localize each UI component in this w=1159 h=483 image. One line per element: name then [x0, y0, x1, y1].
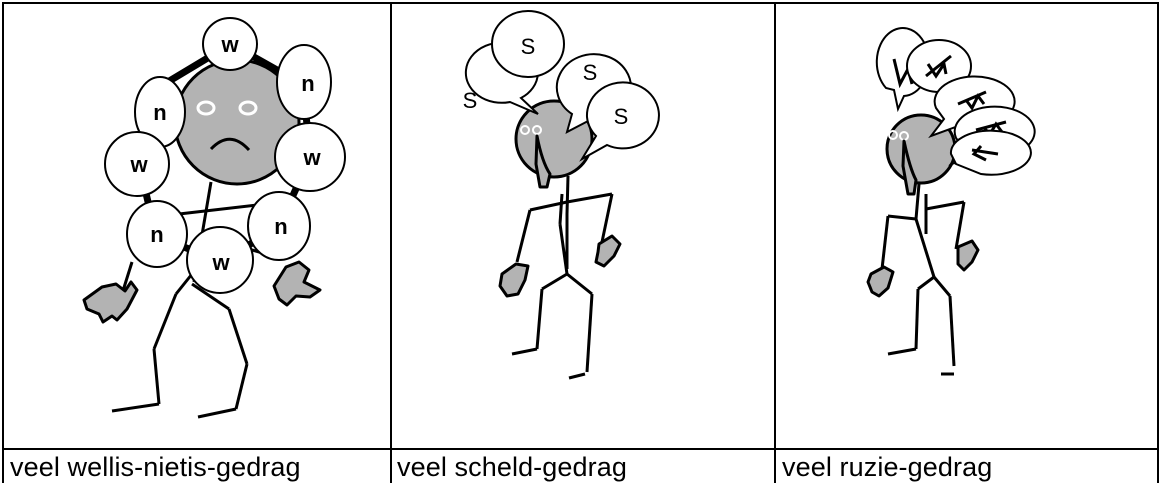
- left-mitten: [866, 265, 895, 298]
- angry-scribble-icon: [957, 90, 987, 111]
- bubble-n-topright: n: [276, 44, 332, 120]
- left-mitten: [498, 262, 530, 298]
- bubble-label: n: [274, 214, 287, 239]
- stick-body: [880, 183, 966, 376]
- speech-bubble-label: S: [463, 88, 478, 113]
- bubble-label: n: [150, 222, 163, 247]
- bubble-n-bottomright: n: [247, 191, 311, 261]
- bubble-label: w: [302, 145, 321, 170]
- illustration-ruzie: [866, 27, 1036, 376]
- table-border-right: [1157, 2, 1159, 483]
- bubble-w-right: w: [274, 122, 346, 192]
- stick-body: [511, 175, 614, 380]
- right-mitten: [594, 234, 622, 268]
- left-mitten: [82, 280, 139, 324]
- table-border-col1: [390, 2, 392, 483]
- bubble-n-bottomleft: n: [126, 200, 188, 268]
- table-border-middle: [2, 448, 1159, 450]
- bubble-n-topleft: n: [134, 76, 186, 148]
- caption-scheld: veel scheld-gedrag: [397, 452, 627, 482]
- angry-bubble-5: [949, 129, 1032, 176]
- table-border-col2: [774, 2, 776, 483]
- speech-bubble-label: S: [521, 34, 536, 59]
- sad-face: [173, 58, 301, 186]
- illustration-wellis-nietis: w n n w w n n w: [82, 17, 346, 419]
- bubble-w-left: w: [104, 131, 170, 197]
- angry-scribble-icon: [971, 145, 999, 162]
- bubble-w-bottom: w: [186, 226, 254, 294]
- right-mitten: [272, 260, 322, 307]
- speech-bubble-2: S: [491, 10, 565, 78]
- bubble-w-top: w: [202, 17, 258, 71]
- bubble-label: w: [211, 250, 230, 275]
- speech-bubble-label: S: [583, 60, 598, 85]
- caption-wellis-nietis: veel wellis-nietis-gedrag: [10, 452, 301, 482]
- speech-bubble-label: S: [614, 104, 629, 129]
- bubble-label: w: [220, 32, 239, 57]
- angry-scribble-icon: [925, 54, 952, 79]
- bubble-label: n: [153, 100, 166, 125]
- bubble-label: w: [129, 152, 148, 177]
- caption-ruzie: veel ruzie-gedrag: [782, 452, 993, 482]
- table-border-top: [2, 2, 1159, 4]
- right-mitten: [956, 239, 980, 272]
- speech-bubble-4: S: [579, 81, 660, 162]
- bubble-label: n: [301, 71, 314, 96]
- illustration-scheld: S S S S: [463, 10, 660, 380]
- table-border-left: [2, 2, 4, 483]
